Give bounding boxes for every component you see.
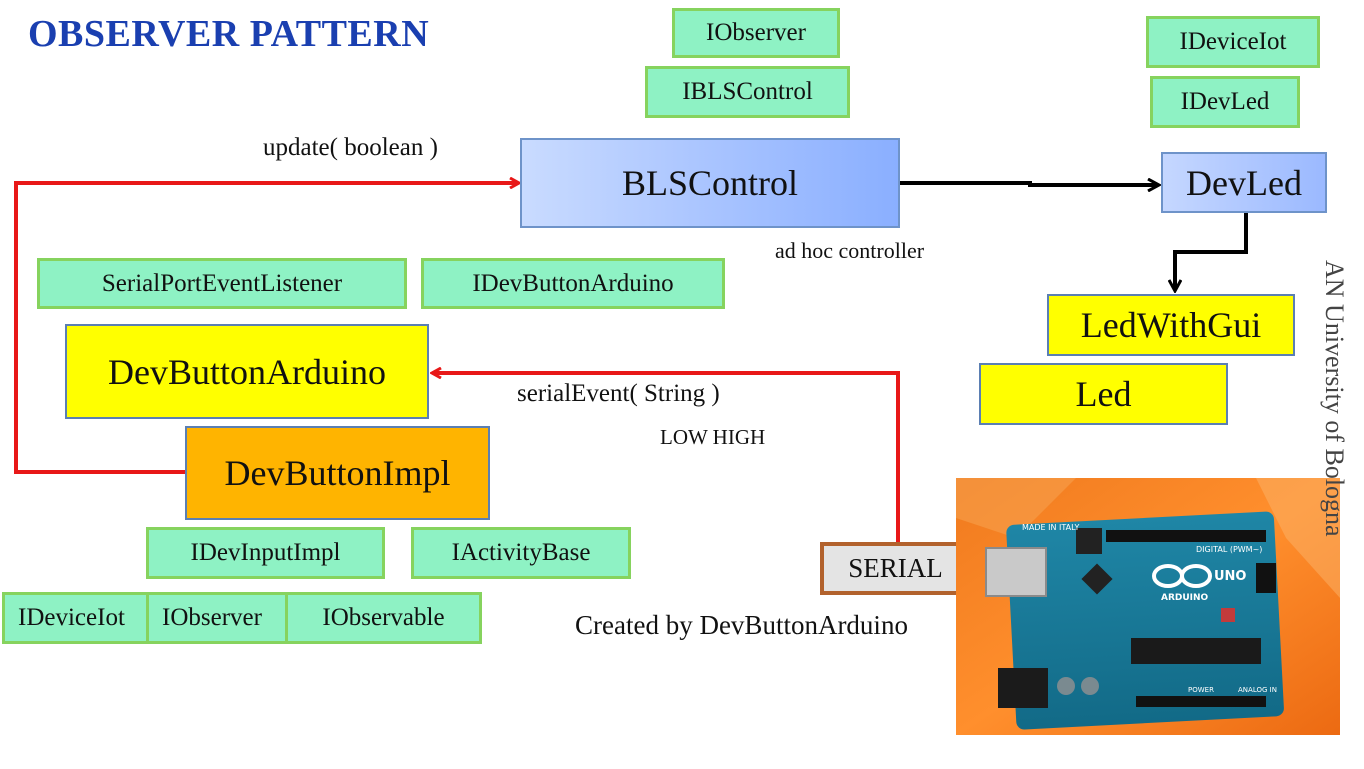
devbuttonimpl-box: DevButtonImpl bbox=[185, 426, 490, 520]
serial-box: SERIAL bbox=[820, 542, 971, 595]
arduino-text: ARDUINO bbox=[1161, 593, 1209, 603]
low-high-label: LOW HIGH bbox=[660, 425, 766, 449]
update-label: update( boolean ) bbox=[263, 134, 438, 161]
control-arrow bbox=[900, 183, 1158, 185]
page-title: OBSERVER PATTERN bbox=[28, 13, 430, 55]
uno-text: UNO bbox=[1214, 569, 1247, 584]
iactivitybase-interface: IActivityBase bbox=[411, 527, 631, 579]
iobservable-interface: IObservable bbox=[285, 592, 482, 644]
ledwithgui-box: LedWithGui bbox=[1047, 294, 1295, 356]
led-arrow bbox=[1175, 213, 1248, 290]
digital-text: DIGITAL (PWM~) bbox=[1196, 545, 1262, 554]
serial-event-label: serialEvent( String ) bbox=[517, 380, 720, 407]
created-by-label: Created by DevButtonArduino bbox=[575, 610, 908, 640]
idevled-interface: IDevLed bbox=[1150, 76, 1300, 128]
update-arrow bbox=[14, 183, 518, 474]
adhoc-controller-label: ad hoc controller bbox=[775, 238, 925, 263]
serial-event-arrow bbox=[433, 373, 900, 542]
iobserver-interface-top: IObserver bbox=[672, 8, 840, 58]
iblscontrol-interface: IBLSControl bbox=[645, 66, 850, 118]
serialporteventlistener-interface: SerialPortEventListener bbox=[37, 258, 407, 309]
devled-box: DevLed bbox=[1161, 152, 1327, 213]
made-in-italy-text: MADE IN ITALY bbox=[1022, 523, 1080, 532]
power-text: POWER bbox=[1188, 686, 1214, 694]
devbuttonarduino-box: DevButtonArduino bbox=[65, 324, 429, 419]
led-box: Led bbox=[979, 363, 1228, 425]
arduino-board-image: MADE IN ITALY DIGITAL (PWM~) UNO ARDUINO… bbox=[956, 478, 1340, 735]
idevinputimpl-interface: IDevInputImpl bbox=[146, 527, 385, 579]
iobserver-interface-bottom: IObserver bbox=[146, 592, 301, 644]
blscontrol-box: BLSControl bbox=[520, 138, 900, 228]
university-side-text: AN University of Bologna bbox=[1320, 260, 1349, 537]
analog-in-text: ANALOG IN bbox=[1238, 686, 1277, 694]
ideviceiot-interface-top: IDeviceIot bbox=[1146, 16, 1320, 68]
ideviceiot-interface-bottom: IDeviceIot bbox=[2, 592, 172, 644]
idevbuttonarduino-interface: IDevButtonArduino bbox=[421, 258, 725, 309]
